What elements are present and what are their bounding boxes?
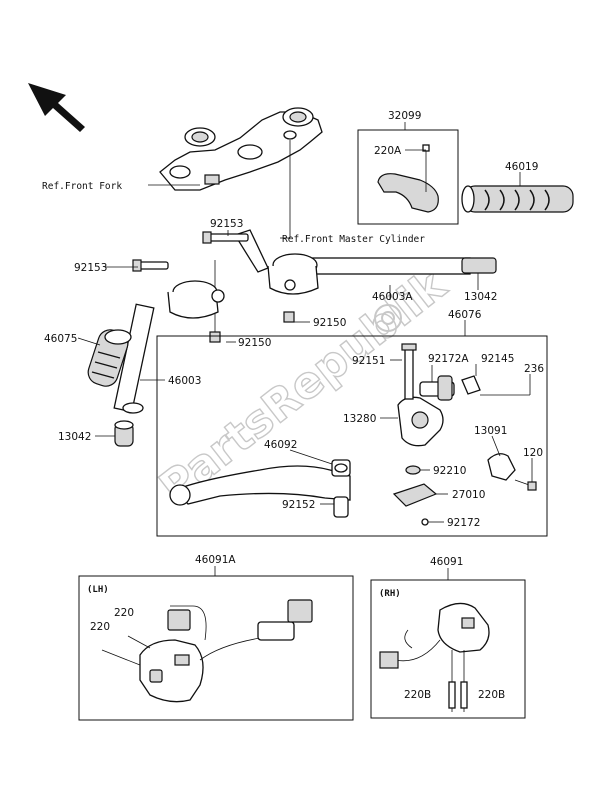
lh-switch-box bbox=[78, 575, 354, 721]
part-label-46076: 46076 bbox=[448, 309, 482, 321]
brake-lever-assembly-box bbox=[156, 335, 548, 537]
part-label-46091A: 46091A bbox=[195, 554, 236, 566]
part-label-92153-left: 92153 bbox=[74, 262, 107, 274]
part-label-46003A: 46003A bbox=[372, 291, 413, 303]
part-label-46092: 46092 bbox=[264, 439, 297, 451]
pivot-collar-92152 bbox=[333, 496, 349, 518]
rh-switch-housing bbox=[379, 602, 490, 712]
part-label-220-upper: 220 bbox=[114, 607, 134, 619]
part-label-92151: 92151 bbox=[352, 355, 385, 367]
leader-lines bbox=[77, 122, 533, 580]
brake-lever bbox=[169, 459, 351, 506]
part-label-120: 120 bbox=[523, 447, 543, 459]
part-label-92152: 92152 bbox=[282, 499, 315, 511]
part-label-92172A: 92172A bbox=[428, 353, 469, 365]
part-label-13091: 13091 bbox=[474, 425, 507, 437]
master-cylinder bbox=[397, 343, 530, 447]
watermark-gear-icon bbox=[374, 304, 402, 332]
part-label-236: 236 bbox=[524, 363, 544, 375]
ref-front-fork-label: Ref.Front Fork bbox=[42, 181, 122, 192]
accessory-box-32099 bbox=[357, 129, 459, 225]
part-label-46075: 46075 bbox=[44, 333, 77, 345]
upper-triple-clamp bbox=[159, 107, 323, 191]
throttle-grip bbox=[461, 185, 574, 213]
part-label-92153-top: 92153 bbox=[210, 218, 243, 230]
lh-switch-housing bbox=[101, 599, 313, 703]
grip-end-weight bbox=[377, 144, 439, 213]
part-label-46019: 46019 bbox=[505, 161, 538, 173]
holder-clamp bbox=[487, 453, 537, 491]
part-label-92172: 92172 bbox=[447, 517, 480, 529]
part-label-92150-right: 92150 bbox=[313, 317, 346, 329]
lh-box-label: (LH) bbox=[87, 585, 109, 595]
part-label-220B-left: 220B bbox=[404, 689, 431, 701]
left-grip bbox=[87, 329, 132, 387]
part-label-92150-left: 92150 bbox=[238, 337, 271, 349]
part-label-27010: 27010 bbox=[452, 489, 485, 501]
part-label-92145: 92145 bbox=[481, 353, 514, 365]
part-label-13042-right: 13042 bbox=[464, 291, 497, 303]
part-label-220B-right: 220B bbox=[478, 689, 505, 701]
bolt-92153-top bbox=[202, 231, 249, 244]
rh-box-label: (RH) bbox=[379, 589, 401, 599]
bolt-92150-right bbox=[283, 311, 295, 323]
part-label-13280: 13280 bbox=[343, 413, 376, 425]
part-label-46091: 46091 bbox=[430, 556, 463, 568]
brake-light-switch bbox=[392, 483, 438, 526]
part-label-46003: 46003 bbox=[168, 375, 201, 387]
bar-end-left bbox=[114, 420, 134, 447]
direction-arrow-icon bbox=[28, 83, 85, 132]
part-label-13042-left: 13042 bbox=[58, 431, 91, 443]
part-label-220-lower: 220 bbox=[90, 621, 110, 633]
bolt-92153-left bbox=[132, 259, 169, 272]
part-label-92210: 92210 bbox=[433, 465, 466, 477]
part-label-220A: 220A bbox=[374, 145, 402, 157]
part-label-32099: 32099 bbox=[388, 110, 421, 122]
right-clip-on-handlebar bbox=[234, 229, 497, 295]
nut-92210 bbox=[405, 465, 421, 475]
ref-front-master-cylinder-label: Ref.Front Master Cylinder bbox=[282, 234, 425, 245]
left-clip-on-handlebar bbox=[113, 280, 225, 414]
